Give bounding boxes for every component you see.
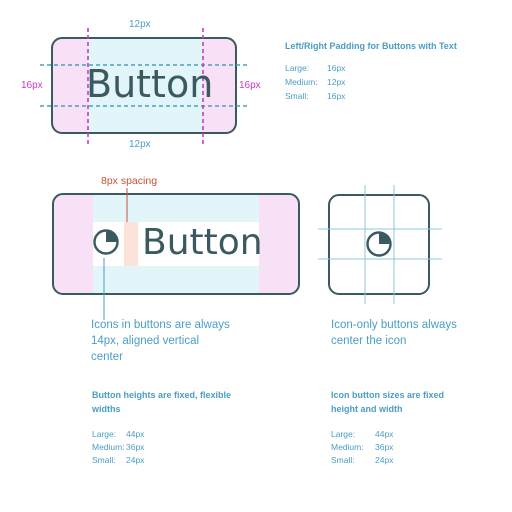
spec-row: Medium:36px <box>92 442 145 452</box>
spec-row: Medium:12px <box>285 77 346 87</box>
spec-row: Small:24px <box>92 455 145 465</box>
button-label: Button <box>142 222 263 263</box>
left-padding-area <box>53 194 93 294</box>
heights-spec: Button heights are fixed, flexible width… <box>92 388 232 467</box>
padding-diagram: Button 12px 12px 16px 16px <box>0 0 270 160</box>
spec-row: Small:16px <box>285 91 346 101</box>
spec-row: Large:16px <box>285 63 346 73</box>
button-outline <box>51 37 237 134</box>
button-label: Button <box>86 62 214 106</box>
bottom-padding-label: 12px <box>129 139 151 150</box>
heights-spec-title: Button heights are fixed, flexible width… <box>92 390 232 414</box>
button-outline <box>52 193 300 295</box>
right-padding-area <box>259 194 299 294</box>
icon-sizes-spec-title: Icon button sizes are fixed height and w… <box>331 390 445 414</box>
left-padding-label: 16px <box>21 80 43 91</box>
spacing-area <box>124 222 138 266</box>
pie-chart-icon <box>93 229 119 255</box>
icon-sizes-spec: Icon button sizes are fixed height and w… <box>331 388 471 467</box>
icon-only-diagram-graphic <box>318 185 442 304</box>
spec-row: Small:24px <box>331 455 394 465</box>
content-area <box>88 38 203 133</box>
padding-spec-title: Left/Right Padding for Buttons with Text <box>285 41 457 51</box>
icon-button-outline <box>328 194 430 295</box>
spec-row: Large:44px <box>92 429 145 439</box>
padding-spec: Left/Right Padding for Buttons with Text… <box>285 39 465 103</box>
spacing-label: 8px spacing <box>101 175 158 187</box>
spec-row: Large:44px <box>331 429 394 439</box>
right-padding-area <box>203 38 236 133</box>
icon-size-note: Icons in buttons are always 14px, aligne… <box>91 319 230 363</box>
padding-diagram-graphic <box>40 28 248 146</box>
icon-text-diagram-graphic <box>52 188 300 320</box>
icon-center-note: Icon-only buttons always center the icon <box>331 319 457 347</box>
pie-chart-icon <box>366 231 392 257</box>
top-padding-label: 12px <box>129 19 151 30</box>
left-padding-area <box>52 38 88 133</box>
icon-only-diagram <box>310 180 450 310</box>
spec-row: Medium:36px <box>331 442 394 452</box>
icon-text-diagram: 8px spacing Button <box>0 170 310 320</box>
content-row <box>93 222 259 266</box>
right-padding-label: 16px <box>239 80 261 91</box>
